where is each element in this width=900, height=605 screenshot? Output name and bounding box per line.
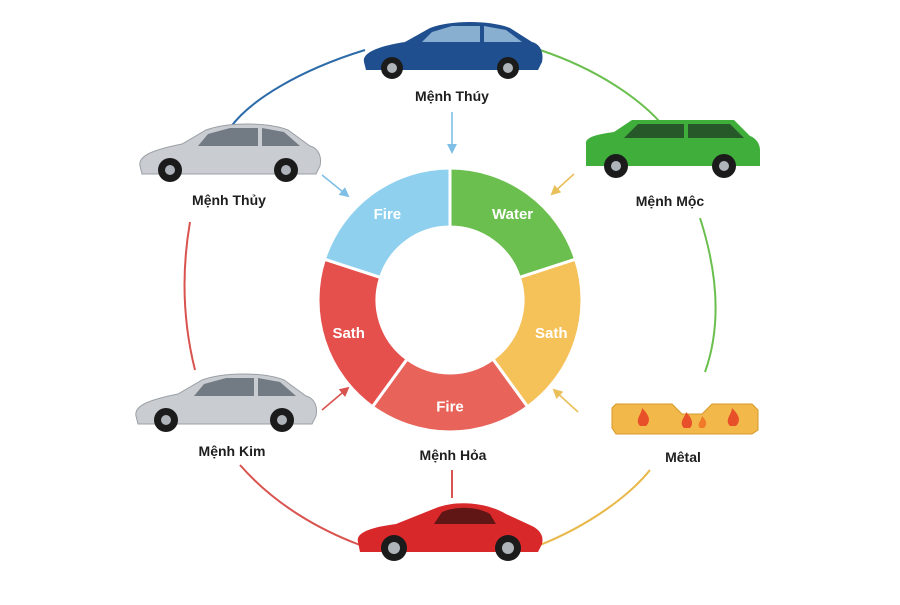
wheel-segment-0 <box>448 166 578 280</box>
wheel-segment-4 <box>322 166 452 280</box>
label-top: Mệnh Thúy <box>415 88 489 104</box>
wheel-segment-label-2: Fire <box>436 399 464 416</box>
arrow-lower-right <box>552 388 579 413</box>
wheel-segment-1 <box>490 257 584 409</box>
wheel-segment-label-0: Water <box>492 206 533 223</box>
upper-left-car <box>139 123 321 182</box>
bottom-car <box>357 503 543 561</box>
wheel-segment-3 <box>316 257 410 409</box>
lower-right-block <box>611 403 759 435</box>
arrow-upper-left <box>321 174 350 198</box>
wheel-segment-label-1: Sath <box>535 325 568 342</box>
label-upper-left: Mệnh Thủy <box>192 192 266 208</box>
connector-arc-bottom-left <box>239 464 361 546</box>
wheel-segment-2 <box>370 356 530 434</box>
connector-arc-top-right <box>539 49 661 123</box>
arrow-upper-right <box>550 173 575 196</box>
upper-right-car <box>586 120 760 178</box>
label-upper-right: Mệnh Mộc <box>636 193 705 209</box>
top-car <box>363 22 543 79</box>
lower-left-car <box>135 373 317 432</box>
connector-arc-top-left <box>229 49 366 129</box>
arrow-lower-left <box>321 386 350 411</box>
label-lower-left: Mệnh Kim <box>199 443 266 459</box>
connector-arc-left <box>183 221 196 371</box>
connector-arcs <box>183 49 717 546</box>
connector-arc-bottom-right <box>539 469 651 546</box>
wheel-arrows <box>321 112 579 413</box>
wheel-segment-label-3: Sath <box>332 325 365 342</box>
label-lower-right: Mêtal <box>665 449 701 465</box>
wheel-segment-label-4: Fire <box>374 206 402 223</box>
connector-arc-right <box>699 217 717 373</box>
label-bottom: Mệnh Hỏa <box>420 447 487 463</box>
